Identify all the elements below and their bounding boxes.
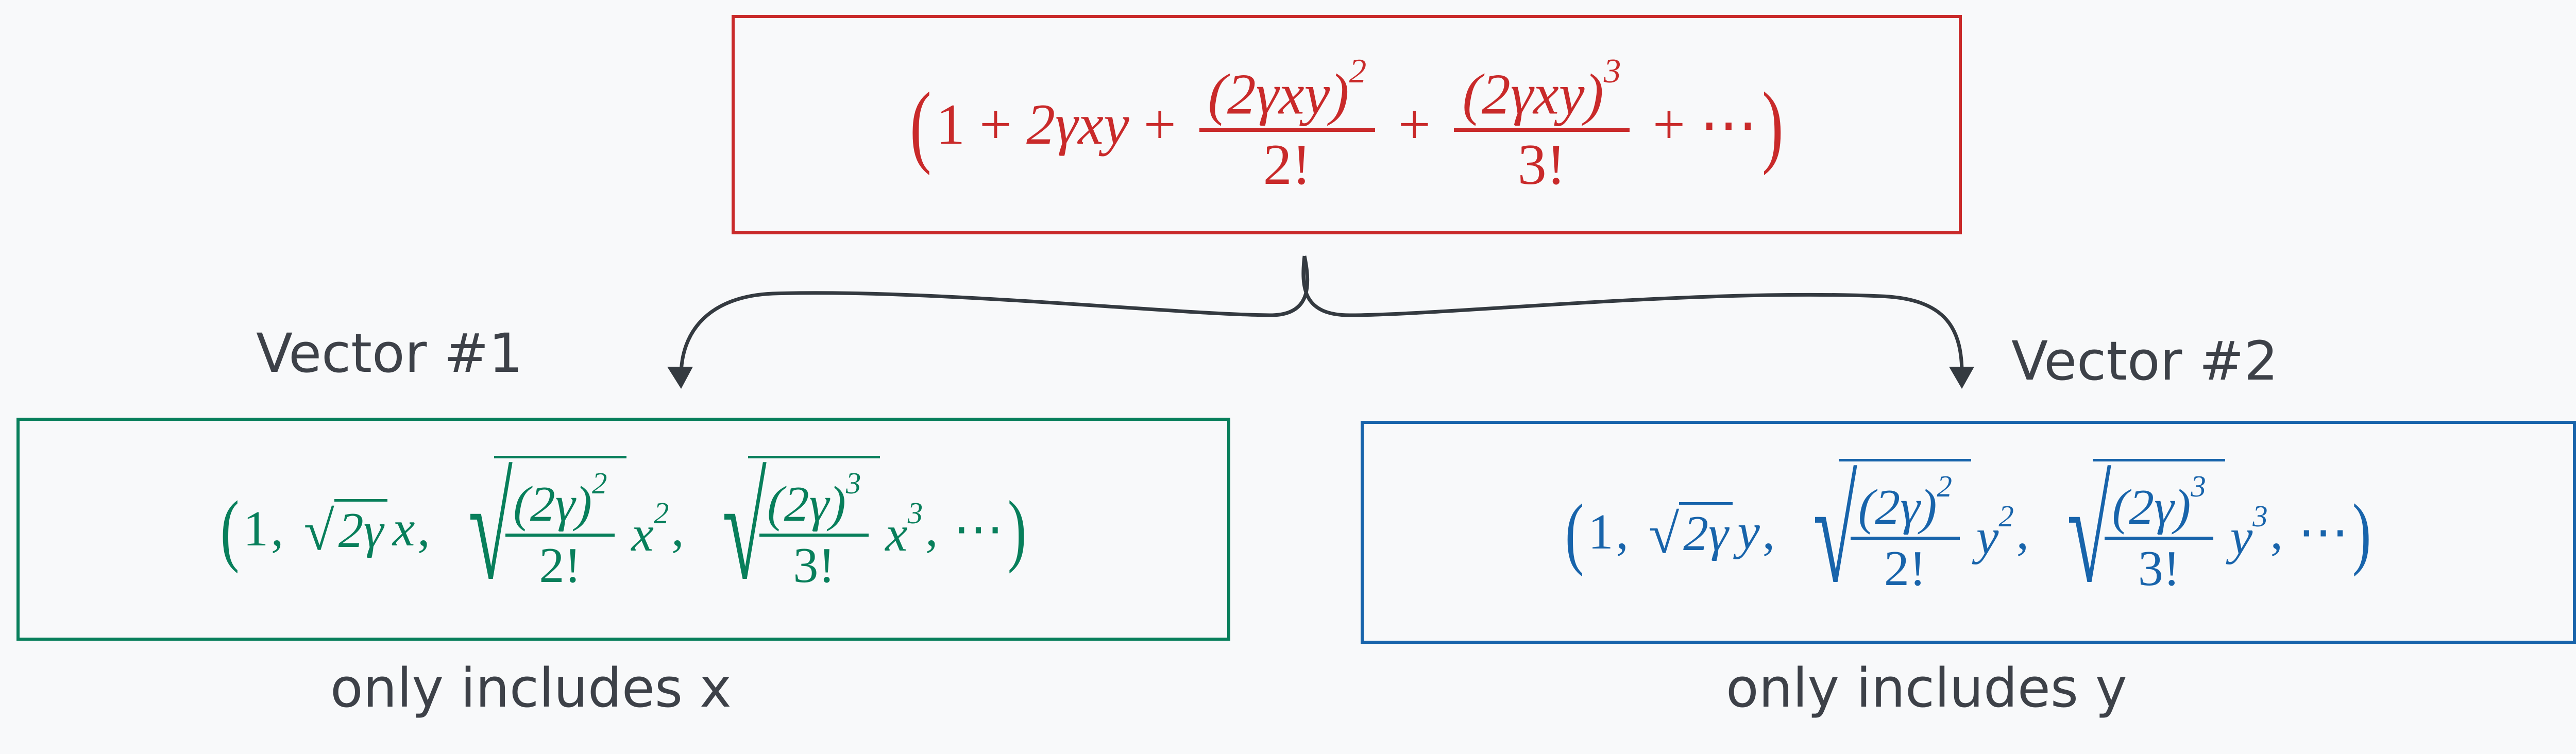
sqrt-term1: √2γ — [1649, 502, 1733, 566]
numerator: (2γxy) — [1208, 62, 1349, 127]
comma: , — [671, 501, 684, 557]
radical-icon: √ — [303, 501, 334, 562]
radical-icon: √ — [1649, 504, 1680, 566]
ellipsis: ⋯ — [1700, 93, 1758, 157]
plus: + — [1143, 92, 1176, 157]
variable-power: x3 — [885, 496, 923, 562]
variable: y — [1737, 504, 1760, 560]
numerator: (2γ) — [513, 476, 592, 533]
term-one: 1 — [1588, 504, 1614, 560]
denominator: 2! — [539, 537, 582, 593]
comma: , — [925, 501, 938, 557]
exponent: 2 — [1349, 52, 1367, 91]
ellipsis: ⋯ — [2298, 505, 2349, 561]
fraction-square: (2γxy)2 2! — [1199, 51, 1375, 198]
brace-right-arrow — [1301, 255, 1964, 379]
variable-power: y3 — [2230, 499, 2268, 565]
radicand: 2γ — [1679, 502, 1733, 562]
exponent: 3 — [2191, 470, 2206, 504]
radical-icon: √ — [2067, 451, 2112, 613]
vector2-caption: only includes y — [1726, 657, 2127, 719]
denominator: 3! — [2138, 540, 2180, 596]
open-paren: ( — [1565, 487, 1584, 577]
exponent: 2 — [1937, 470, 1952, 504]
expansion-formula: ( 1 + 2γxy + (2γxy)2 2! + (2γxy)3 3! + ⋯… — [905, 51, 1788, 198]
comma: , — [417, 501, 430, 557]
variable-power: y2 — [1976, 499, 2014, 565]
radical-icon: √ — [722, 448, 767, 610]
term-one: 1 — [243, 501, 269, 557]
comma: , — [270, 501, 284, 557]
radicand: 2γ — [334, 499, 388, 559]
ellipsis: ⋯ — [953, 502, 1004, 558]
numerator: (2γxy) — [1462, 62, 1604, 127]
radical-icon: √ — [468, 448, 513, 610]
variable-power: x2 — [631, 496, 669, 562]
term-one: 1 — [936, 92, 965, 157]
vector2-label: Vector #2 — [2011, 330, 2278, 392]
denominator: 2! — [1884, 540, 1926, 596]
variable: x — [392, 501, 415, 557]
sqrt-term1: √2γ — [303, 499, 388, 562]
sqrt-term3: √(2γ)3 3! — [704, 448, 880, 610]
open-paren: ( — [910, 73, 931, 176]
plus: + — [1652, 92, 1686, 157]
radical-icon: √ — [1813, 451, 1858, 613]
sqrt-term2: √(2γ)2 2! — [1795, 451, 1972, 613]
arrowhead-left-icon — [667, 367, 693, 389]
comma: , — [1616, 504, 1629, 560]
numerator: (2γ) — [2112, 479, 2191, 536]
exponent: 3 — [1603, 52, 1621, 91]
exponent: 3 — [845, 467, 861, 501]
numerator: (2γ) — [767, 476, 846, 533]
brace-left-arrow — [679, 255, 1310, 379]
arrowhead-right-icon — [1949, 367, 1974, 389]
close-paren: ) — [2352, 487, 2371, 577]
term-linear: 2γxy — [1026, 92, 1129, 157]
plus: + — [1398, 92, 1431, 157]
sqrt-term2: √(2γ)2 2! — [450, 448, 626, 610]
close-paren: ) — [1762, 73, 1784, 176]
expansion-box: ( 1 + 2γxy + (2γxy)2 2! + (2γxy)3 3! + ⋯… — [732, 15, 1962, 234]
sqrt-term3: √(2γ)3 3! — [2049, 451, 2225, 613]
denominator: 2! — [1263, 132, 1311, 197]
denominator: 3! — [793, 537, 835, 593]
comma: , — [2016, 504, 2029, 560]
open-paren: ( — [220, 484, 240, 574]
comma: , — [2270, 504, 2283, 560]
vector1-caption: only includes x — [330, 657, 732, 719]
denominator: 3! — [1517, 132, 1566, 197]
vector1-label: Vector #1 — [256, 322, 523, 385]
exponent: 2 — [591, 467, 607, 501]
plus: + — [979, 92, 1012, 157]
close-paren: ) — [1007, 484, 1027, 574]
numerator: (2γ) — [1858, 479, 1937, 536]
fraction-cube: (2γxy)3 3! — [1453, 51, 1630, 198]
comma: , — [1762, 504, 1775, 560]
